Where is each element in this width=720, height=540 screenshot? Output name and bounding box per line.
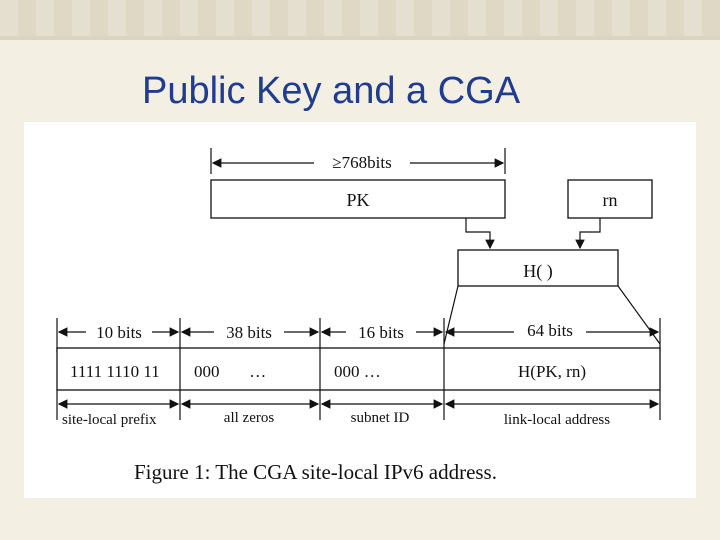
segment-caption-3: link-local address bbox=[504, 412, 610, 428]
figure-caption: Figure 1: The CGA site-local IPv6 addres… bbox=[134, 460, 497, 484]
pk-box bbox=[210, 179, 506, 219]
pk-box-label: PK bbox=[346, 190, 369, 210]
segment-content-1: 000 … bbox=[194, 362, 266, 381]
slide-title: Public Key and a CGA bbox=[142, 70, 521, 112]
segment-size-label-3: 64 bits bbox=[527, 321, 573, 340]
segment-size-label-0: 10 bits bbox=[96, 323, 142, 342]
pk-to-hash-arrow bbox=[465, 218, 495, 250]
pk-size-label: ≥768bits bbox=[332, 153, 391, 172]
segment-caption-0: site-local prefix bbox=[62, 412, 157, 428]
rn-box-label: rn bbox=[603, 190, 618, 210]
cga-diagram: ≥768bits PK rn H( ) 10 bits 38 b bbox=[56, 148, 661, 484]
address-bar bbox=[56, 347, 661, 391]
rn-box bbox=[567, 179, 653, 219]
size-label-bg-3 bbox=[514, 321, 586, 341]
hash-fan-left bbox=[443, 285, 459, 345]
segment-caption-2: subnet ID bbox=[351, 410, 410, 426]
size-label-bg-2 bbox=[346, 321, 416, 341]
decorative-border bbox=[0, 0, 720, 40]
figure-panel: ≥768bits PK rn H( ) 10 bits 38 b bbox=[24, 122, 696, 498]
segment-content-0: 1111 1110 11 bbox=[70, 362, 160, 381]
segment-size-label-2: 16 bits bbox=[358, 323, 404, 342]
size-label-bg-0 bbox=[86, 321, 152, 341]
hash-box bbox=[457, 249, 619, 287]
segment-content-2: 000 … bbox=[334, 362, 381, 381]
rn-to-hash-arrow bbox=[575, 218, 601, 250]
segment-size-label-1: 38 bits bbox=[226, 323, 272, 342]
hash-fan-right bbox=[617, 285, 661, 345]
segment-content-3: H(PK, rn) bbox=[518, 362, 586, 381]
segment-caption-1: all zeros bbox=[224, 410, 275, 426]
pk-size-label-bg bbox=[314, 152, 410, 172]
hash-box-label: H( ) bbox=[523, 261, 553, 282]
size-label-bg-1 bbox=[214, 321, 284, 341]
